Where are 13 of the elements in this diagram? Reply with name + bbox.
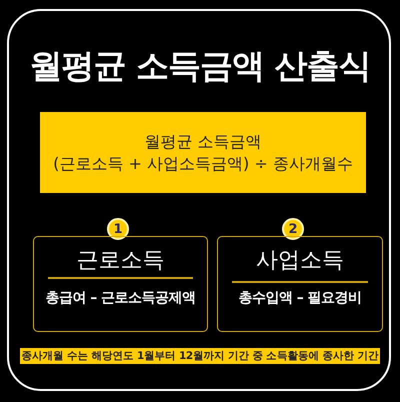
footnote: 종사개월 수는 해당연도 1월부터 12월까지 기간 중 소득활동에 종사한 기간 (20, 348, 380, 364)
formula-heading: 월평균 소득금액 (144, 130, 262, 152)
card-heading: 근로소득 (76, 247, 166, 275)
card-heading: 사업소득 (255, 247, 345, 275)
title: 월평균 소득금액 산출식 (28, 45, 372, 87)
income-card (217, 236, 383, 332)
formula-panel (40, 112, 366, 193)
card-formula: 총수입액 – 필요경비 (237, 289, 363, 307)
income-card (33, 236, 208, 332)
card-formula: 총급여 – 근로소득공제액 (44, 289, 197, 307)
number-badge: 2 (282, 218, 304, 240)
number-badge: 1 (107, 218, 129, 240)
formula-text: (근로소득 + 사업소득금액) ÷ 종사개월수 (53, 152, 353, 174)
